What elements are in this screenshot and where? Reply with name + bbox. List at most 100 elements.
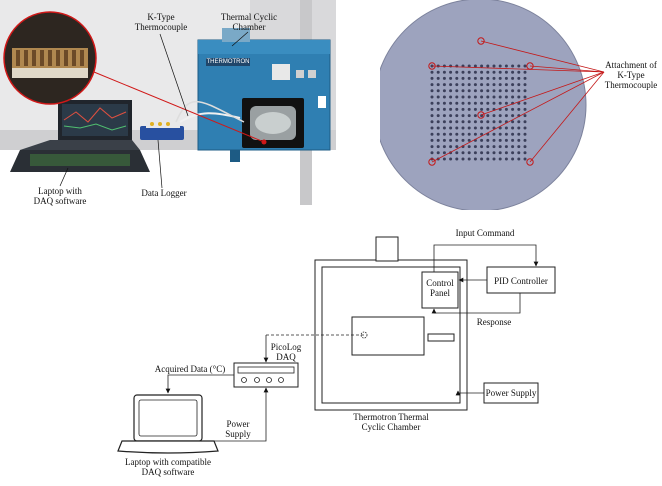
wafer-hole xyxy=(492,138,496,142)
hole-grid xyxy=(430,64,527,161)
wafer-hole xyxy=(480,132,484,136)
wafer-hole xyxy=(442,114,446,118)
wafer-hole xyxy=(517,151,521,155)
wafer-hole xyxy=(511,145,515,149)
wafer-hole xyxy=(523,114,527,118)
wafer-hole xyxy=(430,151,434,155)
wafer-hole xyxy=(442,132,446,136)
wafer-hole xyxy=(455,151,459,155)
wafer-hole xyxy=(498,64,502,68)
k-type-thermocouple-label: K-Type Thermocouple xyxy=(134,12,188,32)
wafer-hole xyxy=(442,95,446,99)
wafer-hole xyxy=(523,126,527,130)
wafer-hole xyxy=(486,70,490,74)
wafer-hole xyxy=(461,107,465,111)
wafer-hole xyxy=(504,70,508,74)
wafer-hole xyxy=(436,95,440,99)
wafer-hole xyxy=(442,89,446,93)
wafer-hole xyxy=(461,114,465,118)
wafer-hole xyxy=(473,120,477,124)
wafer-hole xyxy=(455,126,459,130)
thermocouple-attachment-point xyxy=(428,62,436,70)
wafer-hole xyxy=(455,145,459,149)
wafer-hole xyxy=(486,76,490,80)
wafer-hole xyxy=(455,89,459,93)
wafer-hole xyxy=(498,114,502,118)
wafer-hole xyxy=(523,83,527,87)
wafer-hole xyxy=(467,120,471,124)
wafer-hole xyxy=(523,132,527,136)
wafer-hole xyxy=(473,83,477,87)
wafer-diagram: Attachment of K-Type Thermocouple xyxy=(373,0,662,212)
wafer-hole xyxy=(511,126,515,130)
wafer-hole xyxy=(430,145,434,149)
wafer-hole xyxy=(461,76,465,80)
wafer-hole xyxy=(430,107,434,111)
thermocouple-leader-line xyxy=(480,40,605,73)
wafer-hole xyxy=(498,126,502,130)
laptop-schematic xyxy=(117,394,219,454)
wafer-hole xyxy=(498,95,502,99)
wafer-hole xyxy=(467,89,471,93)
wafer-hole xyxy=(511,83,515,87)
wafer-hole xyxy=(492,114,496,118)
wafer-hole xyxy=(504,101,508,105)
wafer-hole xyxy=(442,83,446,87)
wafer-hole xyxy=(442,138,446,142)
wafer-hole xyxy=(442,151,446,155)
wafer-hole xyxy=(442,120,446,124)
wafer-hole xyxy=(504,114,508,118)
wafer-hole xyxy=(492,120,496,124)
control-panel-label: Control Panel xyxy=(426,278,454,298)
wafer-hole xyxy=(486,64,490,68)
wafer-hole xyxy=(480,151,484,155)
wafer-hole xyxy=(523,157,527,161)
wafer-hole xyxy=(480,157,484,161)
wafer-hole xyxy=(442,76,446,80)
wafer-hole xyxy=(517,89,521,93)
wafer-hole xyxy=(523,76,527,80)
wafer-hole xyxy=(455,132,459,136)
wafer-hole xyxy=(504,89,508,93)
chamber-top-port xyxy=(375,236,399,262)
wafer-hole xyxy=(467,145,471,149)
wafer-hole xyxy=(492,145,496,149)
wafer-disc xyxy=(373,0,587,212)
wafer-hole xyxy=(492,89,496,93)
wafer-hole xyxy=(492,95,496,99)
wafer-hole xyxy=(449,120,453,124)
wafer-hole xyxy=(517,64,521,68)
wafer-hole xyxy=(511,120,515,124)
wafer-hole xyxy=(486,120,490,124)
wafer-hole xyxy=(523,138,527,142)
wafer-hole xyxy=(449,138,453,142)
wafer-hole xyxy=(480,95,484,99)
wafer-hole xyxy=(523,64,527,68)
wafer-hole xyxy=(430,138,434,142)
wafer-hole xyxy=(449,145,453,149)
wafer-hole xyxy=(523,89,527,93)
wafer-hole xyxy=(492,151,496,155)
thermocouple-point xyxy=(360,331,368,339)
wafer-hole xyxy=(430,120,434,124)
wafer-hole xyxy=(511,132,515,136)
data-logger-label: Data Logger xyxy=(141,188,187,198)
wafer-hole xyxy=(436,76,440,80)
chamber-side-slot xyxy=(427,333,455,342)
wafer-hole xyxy=(517,138,521,142)
lab-photo: THERMOTRON K-Type Thermocouple Thermal C… xyxy=(0,0,336,206)
wafer-hole xyxy=(498,132,502,136)
response-label: Response xyxy=(476,317,512,327)
wafer-hole xyxy=(517,83,521,87)
wafer-hole xyxy=(498,76,502,80)
wafer-hole xyxy=(517,157,521,161)
wafer-hole xyxy=(504,151,508,155)
wafer-hole xyxy=(455,114,459,118)
wafer-hole xyxy=(430,83,434,87)
thermocouple-leader-line xyxy=(431,65,605,73)
wafer-hole xyxy=(523,145,527,149)
wafer-hole xyxy=(480,120,484,124)
wafer-hole xyxy=(480,145,484,149)
system-schematic: Input Command Control Panel PID Controll… xyxy=(0,215,662,481)
thermocouple-leader-line xyxy=(431,71,605,163)
